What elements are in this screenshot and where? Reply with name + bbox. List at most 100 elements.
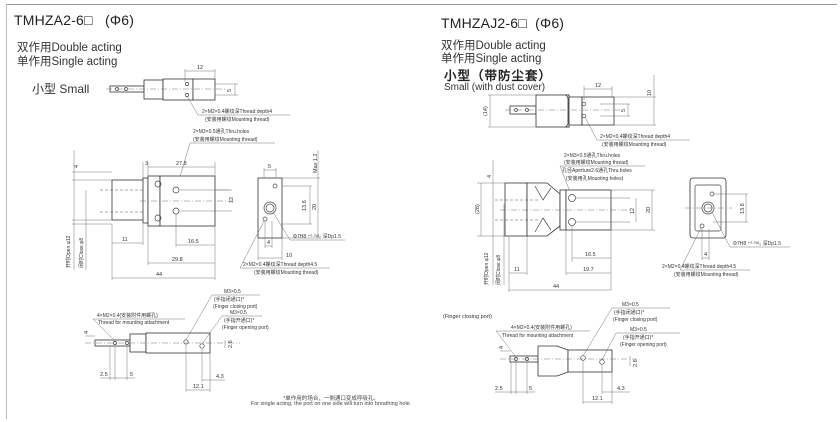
right-top-dust-cover [535, 94, 570, 128]
right-note-thru-holes: 2×M3×0.5通孔Thru.holes [564, 152, 621, 159]
left-side-view: 4 开时Open φ12 闭时Close φ8 3 27.8 12 11 16.… [65, 150, 235, 280]
right-dim-4-side: 4 [487, 175, 493, 178]
left-bottom-dim-2-6: 2.6 [228, 340, 234, 348]
right-bottom-body [567, 349, 613, 373]
left-single-acting: 单作用Single acting [17, 56, 118, 68]
right-dim-19-7: 19.7 [583, 267, 594, 273]
right-dim-12-side: 12 [630, 208, 636, 214]
left-dim-3: 3 [145, 161, 148, 167]
right-bottom-dim-4: 4 [499, 346, 505, 349]
left-end-view: 5 13.6 20 Max 1.2 4 10 Φ7H8 ⁺⁰·⁰²²₀ 深Dp1… [239, 150, 345, 276]
left-dim-11: 11 [122, 237, 128, 243]
left-top-view: 12 5 2×M2×0.4螺纹深Thread depth4 (安装用螺纹Moun… [106, 65, 290, 123]
right-bore-size: (Φ6) [535, 15, 565, 31]
right-bottom-dim-4-3: 4.3 [617, 386, 625, 392]
right-note-closing-thread: M3×0.5 [622, 302, 639, 308]
left-note-closing-en: (Finger closing port) [213, 304, 258, 310]
right-side-dust-cover [526, 182, 561, 237]
left-bottom-dim-12-1: 12.1 [193, 384, 204, 390]
right-bottom-dim-5: 5 [529, 386, 532, 392]
right-note-thread-depth4: 2×M2×0.4螺纹深Thread depth4 [600, 133, 670, 140]
left-model-name: TMHZA2-6□ [14, 12, 93, 28]
left-end-dim-4: 4 [267, 240, 270, 246]
left-top-body [162, 78, 194, 101]
left-bore-size: (Φ6) [105, 12, 135, 28]
left-end-dim-10: 10 [286, 253, 292, 259]
right-bottom-dim-2-5: 2.5 [495, 386, 503, 392]
drawing-frame [6, 4, 837, 419]
right-bottom-dim-12-1: 12.1 [592, 396, 603, 402]
right-dim-20-side: 20 [646, 207, 652, 213]
left-open-label: 开时Open φ12 [65, 235, 72, 268]
right-side-view: (28) 4 开时Open φ12 闭时Close φ8 12 20 16.5 … [475, 160, 655, 292]
right-dim-16-5: 16.5 [585, 252, 596, 258]
left-note-closing-cn: (手指闭通口)* [214, 296, 244, 303]
right-dim-44: 44 [553, 284, 559, 290]
right-dim-5-top: 5 [621, 109, 627, 112]
right-note-thread-depth4-5: 2×M2×0.4螺纹深Thread depth4.5 [662, 263, 736, 270]
left-note-pin-hole: Φ7H8 ⁺⁰·⁰²²₀ 深Dp1.5 [293, 233, 341, 240]
left-end-dim-5: 5 [268, 164, 271, 170]
left-side-body [159, 175, 216, 227]
left-note-mounting-thread-1: (安装用螺纹Mounting thread) [205, 116, 270, 123]
left-bottom-dim-5: 5 [130, 372, 133, 378]
right-model-name: TMHZAJ2-6□ [441, 15, 527, 31]
left-side-jaw [111, 179, 145, 221]
right-open-label: 开时Open φ12 [483, 252, 490, 285]
left-dim-29-8: 29.8 [172, 257, 183, 263]
right-model-title: TMHZAJ2-6□ (Φ6) [441, 15, 564, 31]
footnote-en: For single acting, the port on one side … [250, 401, 412, 407]
left-note-closing-thread: M3×0.5 [224, 289, 241, 295]
left-dim-16-5: 16.5 [188, 239, 199, 245]
right-top-view: 12 5 10 (14) 2×M2×0.4螺纹深Thread depth4 (安… [483, 75, 690, 148]
right-note-mounting-thread-3: (安装用螺纹Mounting thread) [674, 271, 739, 278]
left-note-opening-en: (Finger opening port) [222, 325, 269, 331]
right-dim-12-top: 12 [595, 83, 601, 89]
left-top-joint [143, 79, 164, 100]
footnote-cn: *单作用的场合，一侧通口变成呼吸孔。 [283, 396, 379, 402]
left-bottom-dim-4: 4 [84, 331, 90, 334]
left-note-thread-depth4: 2×M2×0.4螺纹深Thread depth4 [202, 108, 272, 115]
right-dim-11: 11 [514, 267, 520, 273]
right-dim-10-top: 10 [647, 90, 653, 96]
left-note-attach-en: Thread for mounting attachment [98, 320, 170, 326]
left-dim-12-top: 12 [197, 65, 203, 71]
right-end-view: 13.6 4 Φ7H8 ⁺⁰·⁰²²₀ 深Dp1.5 2×M2×0.4螺纹深Th… [662, 177, 790, 278]
left-bottom-view: 4 2.6 2.5 5 12.1 4.3 4×M2×0.4(安装附件用螺孔) T… [84, 289, 269, 392]
left-note-attach-cn: 4×M2×0.4(安装附件用螺孔) [97, 312, 158, 319]
left-note-thru-holes: 2×M3×0.5通孔Thru.holes [193, 128, 250, 135]
left-model-title: TMHZA2-6□ (Φ6) [14, 12, 134, 28]
left-end-body [257, 177, 283, 239]
left-dim-4-side: 4 [74, 165, 80, 168]
left-dim-44: 44 [156, 272, 162, 278]
left-note-mounting-thread-2: (安装用螺纹Mounting thread) [193, 136, 258, 143]
right-end-dim-4: 4 [704, 252, 707, 258]
right-end-dim-13-6: 13.6 [740, 203, 746, 214]
right-double-acting: 双作用Double acting [441, 40, 546, 52]
left-note-thread-depth4-5: 2×M2×0.4螺纹深Thread depth4.5 [243, 261, 317, 268]
left-bottom-dim-4-3: 4.3 [216, 374, 224, 380]
right-note-mounting-holes: (安装用孔Mounting holes) [566, 175, 624, 182]
left-size-label: 小型 Small [32, 82, 90, 96]
left-dim-5-top: 5 [227, 89, 233, 92]
right-dim-28: (28) [475, 204, 481, 214]
right-note-mounting-thread-2: (安装用螺纹Mounting thread) [564, 159, 629, 166]
left-double-acting: 双作用Double acting [17, 42, 122, 54]
left-note-opening-cn: (手指开通口)* [224, 317, 254, 324]
right-bottom-view: 4 2.6 2.5 5 12.1 4.3 (Finger closing por… [443, 302, 680, 404]
left-end-dim-20: 20 [312, 204, 318, 210]
left-top-jaw [109, 85, 145, 93]
right-note-mounting-thread-1: (安装用螺纹Mounting thread) [602, 141, 667, 148]
right-note-opening-thread: M3×0.5 [630, 327, 647, 333]
right-single-acting: 单作用Single acting [441, 53, 542, 65]
right-note-finger-closing-top: (Finger closing port) [443, 314, 492, 320]
left-end-dim-max: Max 1.2 [313, 153, 319, 173]
left-note-opening-thread: M3×0.5 [230, 310, 247, 316]
right-note-attach-en: Thread for mounting attachment [502, 333, 574, 339]
left-bottom-dim-2-5: 2.5 [100, 372, 108, 378]
left-dim-27-8: 27.8 [176, 161, 187, 167]
left-close-label: 闭时Close φ8 [78, 238, 85, 268]
right-close-label: 闭时Close φ8 [495, 255, 502, 285]
left-note-mounting-thread-3: (安装用螺纹Mounting thread) [254, 269, 319, 276]
right-note-closing-en: (Finger closing port) [613, 317, 658, 323]
